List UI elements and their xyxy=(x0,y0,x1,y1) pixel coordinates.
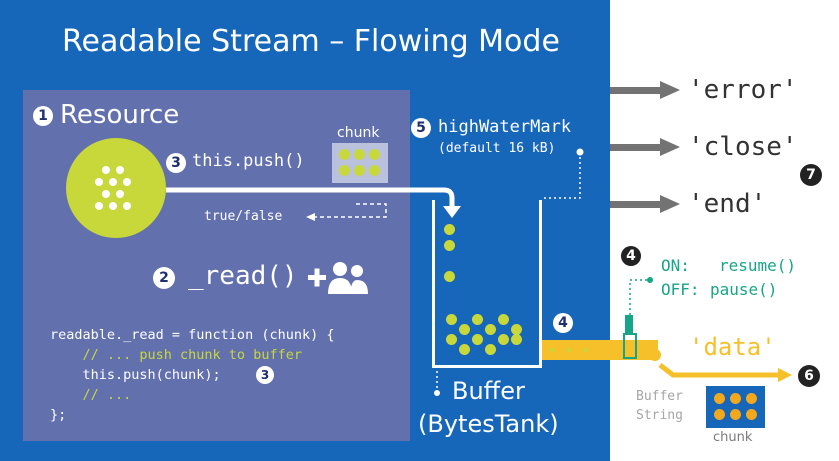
hwm-label: highWaterMark xyxy=(438,117,572,137)
falling-chunk-dot xyxy=(444,271,455,282)
code-line-1: readable._read = function (chunk) { xyxy=(50,327,335,343)
code-number-badge: 3 xyxy=(256,366,274,384)
hwm-default-label: (default 16 kB) xyxy=(438,141,556,156)
buffer-tank xyxy=(432,200,542,368)
add-user-icon xyxy=(308,262,368,294)
push-label: this.push() xyxy=(192,151,305,171)
hwm-number-badge: 5 xyxy=(411,118,431,138)
off-label: OFF: xyxy=(661,280,700,299)
chunk-label-bottom: chunk xyxy=(713,430,753,445)
buffer-sublabel: (BytesTank) xyxy=(418,410,559,438)
resume-call: resume() xyxy=(719,256,797,275)
code-line-3: this.push(chunk); xyxy=(50,367,221,383)
chunk-label-top: chunk xyxy=(337,125,380,141)
buffer-string-line1: Buffer xyxy=(636,389,683,404)
chunk-box-top xyxy=(332,143,388,183)
read-number-badge: 2 xyxy=(153,267,175,289)
event-error: 'error' xyxy=(688,75,798,105)
chunk-box-bottom xyxy=(706,386,765,428)
resource-label: Resource xyxy=(60,100,180,130)
event-close: 'close' xyxy=(688,132,798,162)
event-end: 'end' xyxy=(688,189,767,219)
buffer-label: Buffer xyxy=(452,377,525,405)
code-line-5: }; xyxy=(50,407,67,423)
read-label: _read() xyxy=(188,261,298,291)
events-number-badge: 7 xyxy=(800,164,822,186)
flow-number-badge: 4 xyxy=(553,313,573,333)
valve-number-badge: 4 xyxy=(621,246,641,266)
code-line-2: // ... push chunk to buffer xyxy=(50,347,302,363)
diagram-title: Readable Stream – Flowing Mode xyxy=(62,24,560,59)
resource-circle xyxy=(66,138,166,238)
pause-call: pause() xyxy=(710,280,778,299)
code-line-4: // ... xyxy=(50,387,132,403)
falling-chunk-dot xyxy=(444,240,455,251)
on-label: ON: xyxy=(661,256,690,275)
resource-number-badge: 1 xyxy=(33,106,53,126)
data-number-badge: 6 xyxy=(798,365,820,387)
buffer-contents xyxy=(436,306,532,366)
buffer-string-line2: String xyxy=(636,408,683,423)
true-false-label: true/false xyxy=(204,209,283,224)
event-data: 'data' xyxy=(689,333,776,361)
push-number-badge: 3 xyxy=(166,153,186,173)
falling-chunk-dot xyxy=(444,224,455,235)
